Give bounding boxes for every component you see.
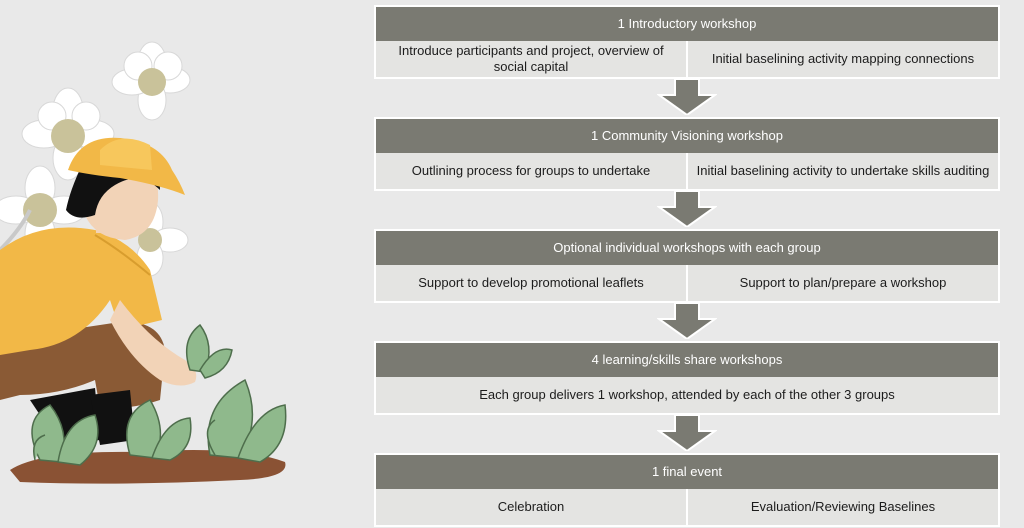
stage-skills-share: 4 learning/skills share workshops Each g… — [374, 341, 1000, 415]
stage-cell: Celebration — [376, 489, 686, 525]
stage-title: 1 final event — [376, 455, 998, 489]
stage-cell: Outlining process for groups to undertak… — [376, 153, 686, 189]
stage-title: 1 Community Visioning workshop — [376, 119, 998, 153]
stage-final-event: 1 final event Celebration Evaluation/Rev… — [374, 453, 1000, 527]
down-arrow-icon — [657, 415, 717, 451]
down-arrow-icon — [657, 79, 717, 115]
stage-optional-individual: Optional individual workshops with each … — [374, 229, 1000, 303]
stage-title: Optional individual workshops with each … — [376, 231, 998, 265]
plant-icon — [126, 399, 192, 461]
flower-icon — [111, 41, 191, 121]
down-arrow-icon — [657, 303, 717, 339]
stage-cell: Support to plan/prepare a workshop — [688, 265, 998, 301]
stage-cell: Introduce participants and project, over… — [376, 41, 686, 77]
plant-icon — [31, 404, 99, 466]
plant-icon — [206, 378, 287, 463]
stage-cell: Initial baselining activity mapping conn… — [688, 41, 998, 77]
gardener-illustration — [0, 41, 287, 484]
stage-community-visioning: 1 Community Visioning workshop Outlining… — [374, 117, 1000, 191]
down-arrow-icon — [657, 191, 717, 227]
stage-cell: Each group delivers 1 workshop, attended… — [376, 377, 998, 413]
hat-icon — [68, 137, 185, 195]
stage-cell: Initial baselining activity to undertake… — [688, 153, 998, 189]
stage-cell: Support to develop promotional leaflets — [376, 265, 686, 301]
stage-title: 1 Introductory workshop — [376, 7, 998, 41]
stage-introductory: 1 Introductory workshop Introduce partic… — [374, 5, 1000, 79]
seedling-icon — [185, 323, 233, 379]
stage-title: 4 learning/skills share workshops — [376, 343, 998, 377]
flower-icon — [21, 87, 115, 181]
stage-cell: Evaluation/Reviewing Baselines — [688, 489, 998, 525]
workshop-flowchart: 1 Introductory workshop Introduce partic… — [374, 0, 1000, 528]
